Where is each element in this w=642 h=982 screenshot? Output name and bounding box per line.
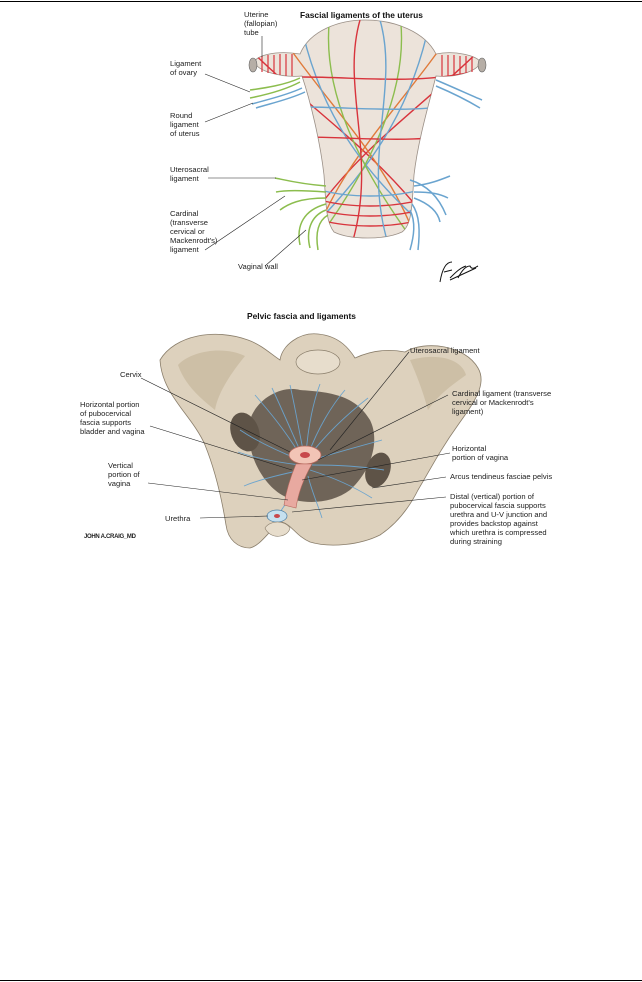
top-rule — [0, 1, 642, 2]
label-round-ligament: Round ligament of uterus — [170, 111, 200, 138]
vagina — [283, 463, 313, 509]
netter-signature — [439, 261, 479, 283]
uterus-illustration — [204, 19, 487, 283]
label-uterine-tube: Uterine (fallopian) tube — [244, 10, 278, 37]
label-cervix: Cervix — [120, 370, 142, 379]
label-uterosacral-2: Uterosacral ligament — [410, 346, 480, 355]
label-urethra: Urethra — [165, 514, 191, 523]
label-vaginal-wall: Vaginal wall — [238, 262, 278, 271]
craig-signature: JOHN A.CRAIG_MD — [84, 534, 136, 540]
bottom-rule — [0, 980, 642, 981]
label-uterosacral-1: Uterosacral ligament — [170, 165, 209, 183]
label-arcus: Arcus tendineus fasciae pelvis — [450, 472, 553, 481]
label-horizontal-vagina: Horizontal portion of vagina — [452, 444, 509, 462]
label-distal-pubocervical: Distal (vertical) portion of pubocervica… — [450, 492, 548, 546]
figure1-title: Fascial ligaments of the uterus — [300, 10, 423, 20]
figure2-title: Pelvic fascia and ligaments — [247, 311, 356, 321]
label-cardinal-2: Cardinal ligament (transverse cervical o… — [452, 389, 552, 416]
label-vertical-vagina: Vertical portion of vagina — [108, 461, 140, 488]
uterus-body — [254, 19, 481, 239]
label-ligament-of-ovary: Ligament of ovary — [170, 59, 202, 77]
label-horizontal-pubocervical: Horizontal portion of pubocervical fasci… — [80, 400, 145, 436]
label-cardinal-1: Cardinal (transverse cervical or Mackenr… — [170, 209, 218, 254]
pelvis-illustration — [140, 333, 482, 549]
